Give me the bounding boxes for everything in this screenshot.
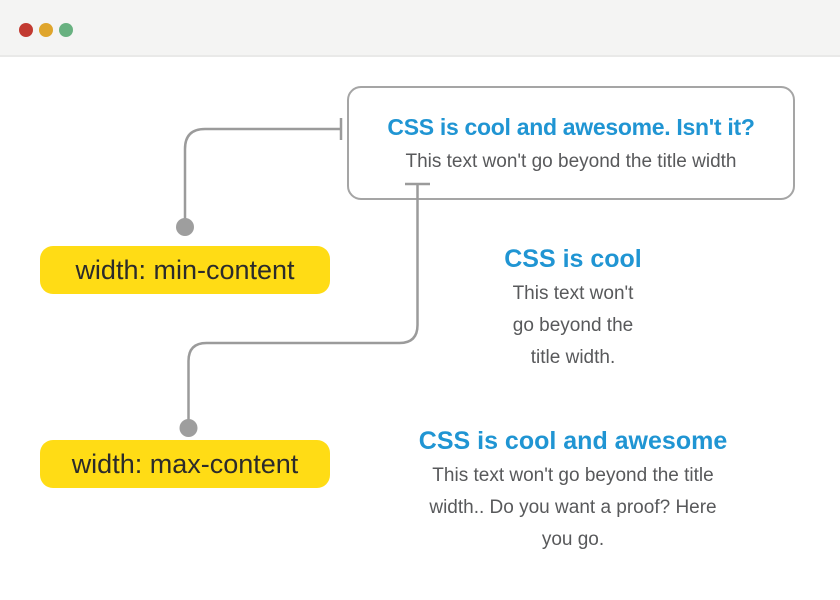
max-content-example-line: This text won't go beyond the title bbox=[432, 465, 714, 486]
traffic-light-close-icon[interactable] bbox=[19, 23, 33, 37]
demo-title-box: CSS is cool and awesome. Isn't it? This … bbox=[347, 86, 795, 200]
max-content-example-line: you go. bbox=[541, 529, 605, 550]
window-titlebar bbox=[0, 0, 840, 57]
min-content-connector-path bbox=[183, 127, 340, 227]
max-content-example: CSS is cool and awesome This text won't … bbox=[402, 427, 744, 556]
demo-box-subtitle: This text won't go beyond the title widt… bbox=[405, 150, 737, 172]
traffic-light-minimize-icon[interactable] bbox=[39, 23, 53, 37]
min-content-example: CSS is cool This text won't go beyond th… bbox=[423, 245, 723, 374]
min-content-example-line: title width. bbox=[530, 347, 616, 368]
traffic-light-maximize-icon[interactable] bbox=[59, 23, 73, 37]
max-content-example-title: CSS is cool and awesome bbox=[418, 427, 728, 455]
demo-box-title: CSS is cool and awesome. Isn't it? bbox=[387, 113, 755, 140]
max-content-anchor-dot bbox=[179, 419, 198, 437]
min-content-anchor-dot bbox=[176, 218, 194, 236]
max-content-connector-path bbox=[187, 184, 419, 420]
min-content-example-title: CSS is cool bbox=[504, 245, 642, 273]
width-min-content-label: width: min-content bbox=[40, 246, 330, 294]
max-content-example-line: width.. Do you want a proof? Here bbox=[429, 497, 717, 518]
min-content-example-line: go beyond the bbox=[512, 315, 634, 336]
width-max-content-label: width: max-content bbox=[40, 440, 330, 488]
min-content-example-line: This text won't bbox=[512, 283, 634, 304]
